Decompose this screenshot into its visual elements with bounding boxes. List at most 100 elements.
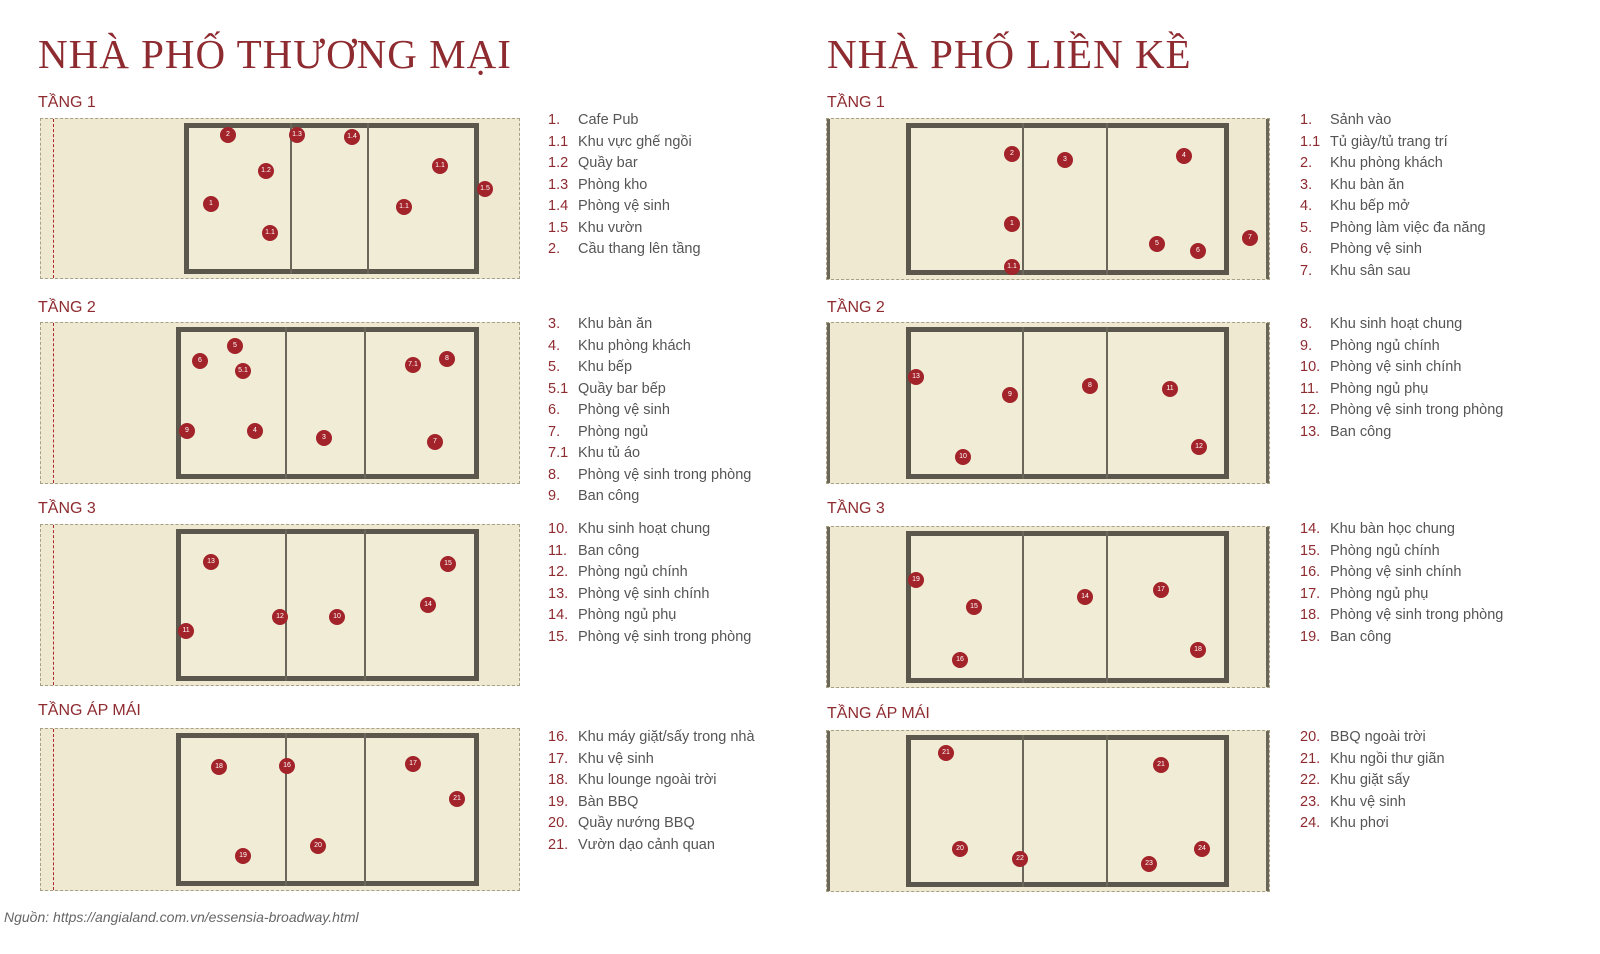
room-marker: 11 bbox=[1162, 381, 1178, 397]
room-marker: 12 bbox=[272, 609, 288, 625]
legend-number: 8. bbox=[1300, 316, 1313, 332]
room-marker: 10 bbox=[329, 609, 345, 625]
legend-item: 3.Khu bàn ăn bbox=[548, 314, 751, 336]
legend-number: 8. bbox=[548, 466, 561, 483]
legend-item: 16. Phòng vệ sinh chính bbox=[1300, 562, 1503, 584]
legend-number: 7. bbox=[1300, 262, 1313, 279]
room-marker: 16 bbox=[952, 652, 968, 668]
right-floor-plan bbox=[826, 730, 1270, 892]
room-marker: 24 bbox=[1194, 841, 1210, 857]
plan-border bbox=[1266, 731, 1269, 891]
legend-number: 21. bbox=[1300, 750, 1321, 767]
room-marker: 9 bbox=[1002, 387, 1018, 403]
room-marker: 2 bbox=[1004, 146, 1020, 162]
legend-number: 17. bbox=[1300, 585, 1321, 602]
legend-text: Tủ giày/tủ trang trí bbox=[1330, 133, 1448, 150]
room-marker: 11 bbox=[178, 623, 194, 639]
legend-number: 16. bbox=[1300, 564, 1321, 580]
legend-number: 21. bbox=[548, 836, 569, 853]
legend-number: 1.1 bbox=[1300, 133, 1321, 150]
legend-text: Phòng ngủ phụ bbox=[1330, 380, 1429, 397]
room-marker: 19 bbox=[235, 848, 251, 864]
interior-wall bbox=[285, 327, 288, 479]
legend-item: 18.Khu lounge ngoài trời bbox=[548, 770, 755, 792]
legend-text: Khu phơi bbox=[1330, 815, 1389, 831]
legend-item: 1.Sảnh vào bbox=[1300, 110, 1486, 132]
legend-text: Phòng ngủ chính bbox=[1330, 337, 1440, 354]
legend-number: 13. bbox=[548, 585, 569, 602]
legend-item: 15.Phòng vệ sinh trong phòng bbox=[548, 627, 751, 649]
room-marker: 18 bbox=[211, 759, 227, 775]
building-outline bbox=[906, 123, 1229, 275]
room-marker: 3 bbox=[316, 430, 332, 446]
legend-item: 9.Ban công bbox=[548, 486, 751, 508]
legend-text: Khu vực ghế ngồi bbox=[578, 133, 692, 150]
legend-text: Phòng vệ sinh bbox=[578, 198, 670, 214]
interior-wall bbox=[285, 529, 288, 681]
legend-text: Quầy nướng BBQ bbox=[578, 815, 695, 831]
legend-number: 2. bbox=[1300, 155, 1313, 171]
room-marker: 17 bbox=[1153, 582, 1169, 598]
legend-item: 8.Phòng vệ sinh trong phòng bbox=[548, 465, 751, 487]
legend-text: Phòng làm việc đa năng bbox=[1330, 219, 1486, 236]
legend-item: 13.Ban công bbox=[1300, 422, 1503, 444]
plan-border bbox=[1266, 119, 1269, 279]
room-marker: 12 bbox=[1191, 439, 1207, 455]
room-marker: 5 bbox=[1149, 236, 1165, 252]
left-floor-plan bbox=[40, 118, 520, 279]
building-outline bbox=[906, 327, 1229, 479]
legend-text: Vườn dạo cảnh quan bbox=[578, 836, 715, 853]
legend-item: 17.Phòng ngủ phụ bbox=[1300, 584, 1503, 606]
room-marker: 1.4 bbox=[344, 129, 360, 145]
legend-text: Khu lounge ngoài trời bbox=[578, 772, 717, 788]
legend-number: 22. bbox=[1300, 772, 1321, 788]
room-marker: 4 bbox=[1176, 148, 1192, 164]
legend-text: Khu sân sau bbox=[1330, 262, 1411, 279]
legend-text: Khu phòng khách bbox=[1330, 155, 1443, 171]
legend-item: 5.Khu bếp bbox=[548, 357, 751, 379]
room-marker: 7 bbox=[1242, 230, 1258, 246]
boundary-line bbox=[53, 729, 54, 890]
legend-number: 6. bbox=[1300, 241, 1313, 257]
left-floor-label: TẦNG ÁP MÁI bbox=[38, 702, 141, 719]
room-marker: 21 bbox=[1153, 757, 1169, 773]
legend-item: 15.Phòng ngủ chính bbox=[1300, 541, 1503, 563]
room-marker: 20 bbox=[310, 838, 326, 854]
legend-text: Khu bàn ăn bbox=[578, 316, 653, 332]
legend-text: Phòng kho bbox=[578, 176, 648, 193]
legend-item: 5.Phòng làm việc đa năng bbox=[1300, 218, 1486, 240]
room-marker: 21 bbox=[449, 791, 465, 807]
legend-text: Phòng ngủ chính bbox=[1330, 542, 1440, 559]
legend-number: 24. bbox=[1300, 815, 1321, 831]
legend-number: 1.5 bbox=[548, 219, 569, 236]
legend-text: Khu bàn học chung bbox=[1330, 521, 1455, 537]
right-floor-label: TẦNG 3 bbox=[827, 500, 885, 517]
legend-item: 10.Phòng vệ sinh chính bbox=[1300, 357, 1503, 379]
legend-number: 9. bbox=[548, 488, 561, 504]
legend-item: 21.Khu ngồi thư giãn bbox=[1300, 749, 1445, 771]
legend-text: Phòng vệ sinh bbox=[1330, 241, 1422, 257]
legend-number: 1.2 bbox=[548, 155, 569, 171]
legend-number: 5. bbox=[548, 359, 561, 375]
interior-wall bbox=[363, 327, 366, 479]
legend-number: 12. bbox=[548, 564, 569, 580]
legend-number: 9. bbox=[1300, 337, 1313, 354]
left-floor-plan bbox=[40, 524, 520, 686]
legend-number: 18. bbox=[1300, 607, 1321, 623]
legend-text: Phòng vệ sinh trong phòng bbox=[1330, 607, 1504, 623]
legend-text: Phòng vệ sinh chính bbox=[1330, 564, 1462, 580]
room-marker: 15 bbox=[440, 556, 456, 572]
interior-wall bbox=[1022, 531, 1025, 683]
legend-item: 14.Phòng ngủ phụ bbox=[548, 605, 751, 627]
legend-item: 3.Khu bàn ăn bbox=[1300, 175, 1486, 197]
left-floor-plan bbox=[40, 728, 520, 891]
legend-number: 7.1 bbox=[548, 445, 569, 461]
legend-text: BBQ ngoài trời bbox=[1330, 729, 1426, 745]
room-marker: 21 bbox=[938, 745, 954, 761]
legend-item: 1.1 Tủ giày/tủ trang trí bbox=[1300, 132, 1486, 154]
